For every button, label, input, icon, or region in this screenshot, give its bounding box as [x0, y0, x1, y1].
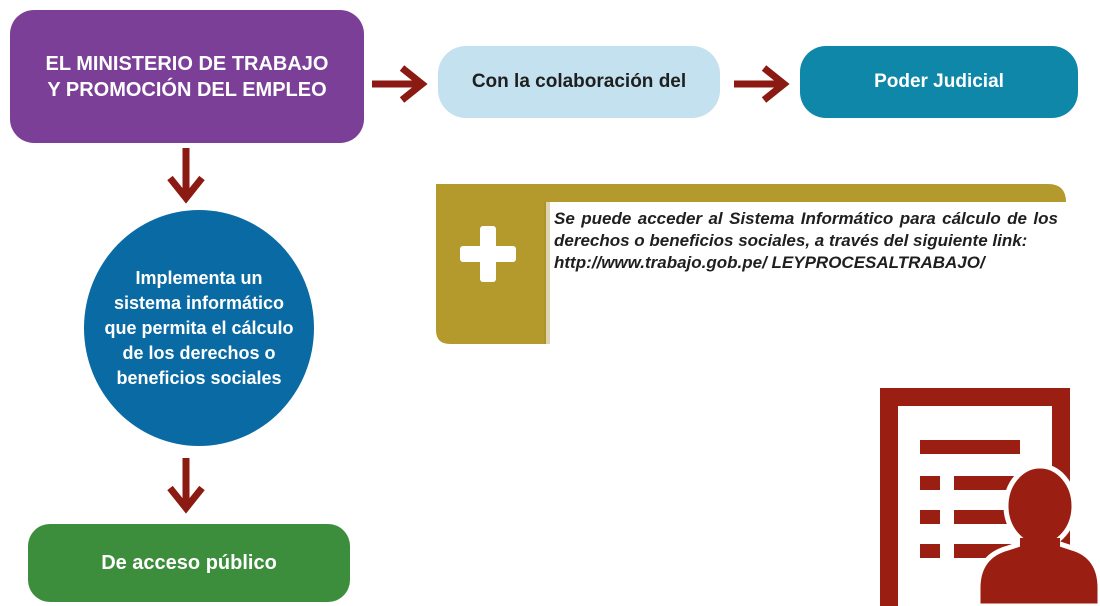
ministry-line-2: Y PROMOCIÓN DEL EMPLEO: [47, 78, 327, 101]
collaboration-box: Con la colaboración del: [438, 46, 720, 118]
plus-icon: [460, 226, 516, 282]
ministry-line-1: EL MINISTERIO DE TRABAJO: [45, 52, 329, 75]
implementation-circle: Implementa un sistema informático que pe…: [84, 210, 314, 446]
implementation-text: Implementa un sistema informático que pe…: [104, 267, 294, 388]
public-access-label: De acceso público: [101, 551, 277, 574]
note-text-block: Se puede acceder al Sistema Informático …: [554, 208, 1058, 274]
judicial-label: Poder Judicial: [874, 71, 1004, 92]
info-note: Se puede acceder al Sistema Informático …: [436, 184, 1066, 344]
ministry-box: EL MINISTERIO DE TRABAJO Y PROMOCIÓN DEL…: [10, 10, 364, 143]
arrow-right-icon: [734, 65, 790, 103]
note-text: Se puede acceder al Sistema Informático …: [554, 209, 1058, 250]
collaboration-label: Con la colaboración del: [471, 71, 687, 92]
note-frame: [436, 184, 1066, 344]
arrow-down-icon: [167, 458, 205, 514]
arrow-down-icon: [167, 148, 205, 204]
judicial-box: Poder Judicial: [800, 46, 1078, 118]
public-access-box: De acceso público: [28, 524, 350, 602]
arrow-right-icon: [372, 65, 428, 103]
document-user-icon: [880, 388, 1100, 606]
note-link[interactable]: http://www.trabajo.gob.pe/ LEYPROCESALTR…: [554, 253, 985, 272]
